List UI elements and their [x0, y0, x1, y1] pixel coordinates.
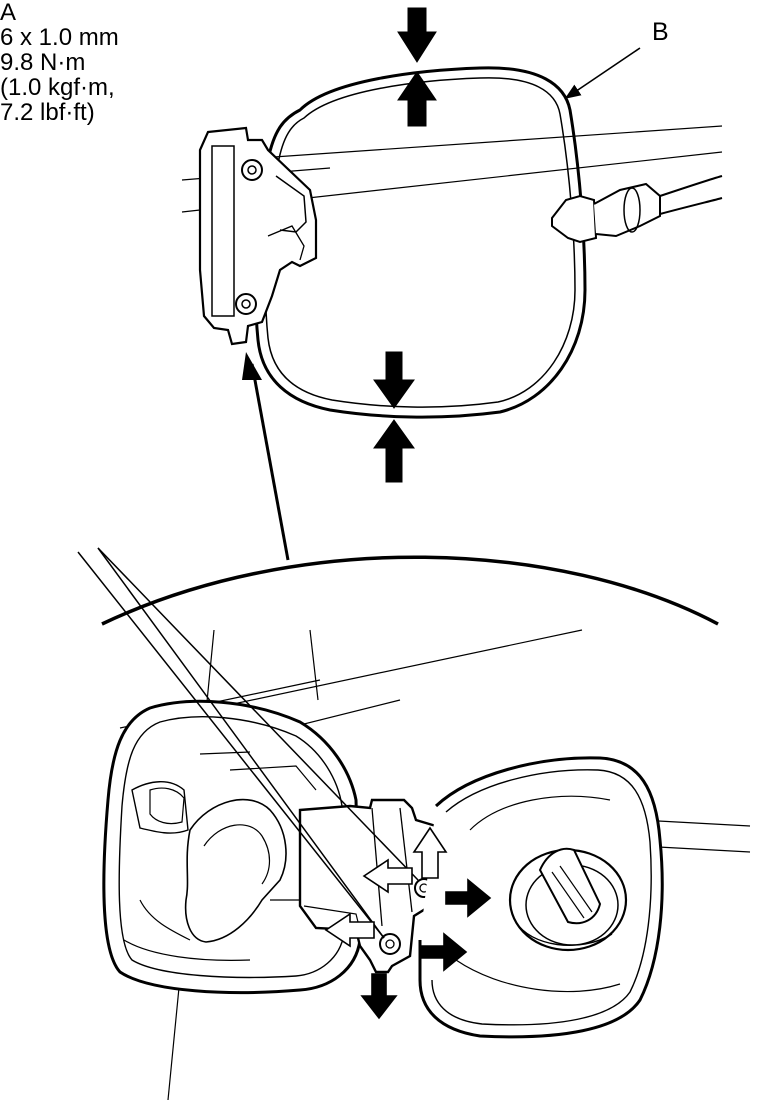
hinge-bolt-upper [241, 159, 263, 181]
open-fuel-door [102, 699, 362, 995]
fuel-door-detail [181, 66, 723, 419]
bolt-size-text: 6 x 1.0 mm [0, 24, 119, 51]
torque-nm-text: 9.8 N·m [0, 49, 86, 76]
torque-kgfm-text: (1.0 kgf·m, [0, 74, 115, 101]
arrow-up-outline-icon [412, 826, 448, 879]
vehicle-fuel-area [102, 629, 751, 1101]
callout-a-block: A 6 x 1.0 mm 9.8 N·m (1.0 kgf·m, 7.2 lbf… [0, 0, 768, 125]
callout-a-leaders [77, 547, 419, 939]
callout-b-label: B [652, 18, 669, 46]
arrow-down-icon [397, 7, 437, 63]
arrow-left-outline-icon [362, 858, 413, 894]
arrow-up-icon [373, 419, 415, 483]
arrow-right-icon [445, 878, 492, 918]
callout-a-label: A [0, 0, 17, 26]
detail-boundary-arc [101, 555, 719, 626]
door-latch-plunger [551, 194, 598, 244]
arrow-down-icon [373, 351, 415, 409]
arrow-up-icon [397, 71, 437, 127]
arrow-left-outline-icon [324, 912, 375, 948]
adjust-arrows-upper [373, 7, 437, 483]
adjust-arrows-lower [324, 826, 492, 1020]
arrow-right-icon [419, 932, 468, 972]
hinge-bracket [198, 126, 318, 346]
arrow-down-icon [360, 973, 398, 1020]
hinge-bolt-lower [379, 933, 401, 955]
detail-pointer-arrow [242, 352, 290, 561]
callout-b-leader [564, 47, 641, 99]
hinge-bolt-lower [235, 293, 257, 315]
fuel-cap [508, 847, 628, 952]
torque-lbfft-text: 7.2 lbf·ft) [0, 99, 95, 126]
